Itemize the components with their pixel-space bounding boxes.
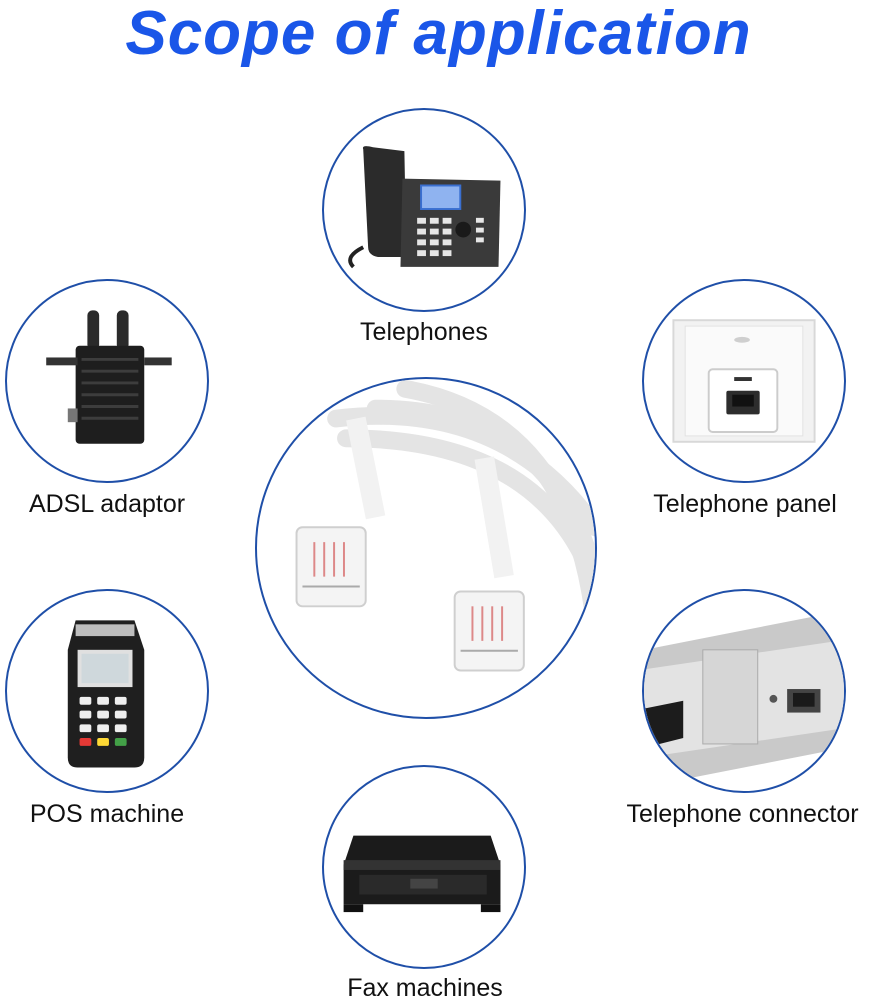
center-cable-circle [255, 377, 597, 719]
rj11-cable-icon [295, 379, 595, 672]
fax-machines-circle [322, 765, 526, 969]
desk-phone-icon [348, 146, 501, 269]
telephone-panel-circle [642, 279, 846, 483]
wall-jack-panel-icon [672, 319, 816, 443]
laptop-port-icon [644, 610, 844, 788]
pos-machine-circle [5, 589, 209, 793]
adsl-adaptor-circle [5, 279, 209, 483]
label-fax-machines: Fax machines [347, 974, 503, 1002]
label-adsl-adaptor: ADSL adaptor [28, 490, 186, 518]
pos-terminal-icon [67, 620, 145, 768]
telephones-circle [322, 108, 526, 312]
label-pos-machine: POS machine [29, 800, 185, 828]
adsl-adaptor-icon [46, 310, 172, 444]
label-telephones: Telephones [360, 318, 488, 346]
label-telephone-panel: Telephone panel [653, 490, 837, 518]
telephone-connector-circle [642, 589, 846, 793]
label-telephone-connector: Telephone connector [626, 800, 859, 828]
fax-cartridge-icon [343, 835, 501, 913]
page-title: Scope of application [125, 0, 752, 68]
